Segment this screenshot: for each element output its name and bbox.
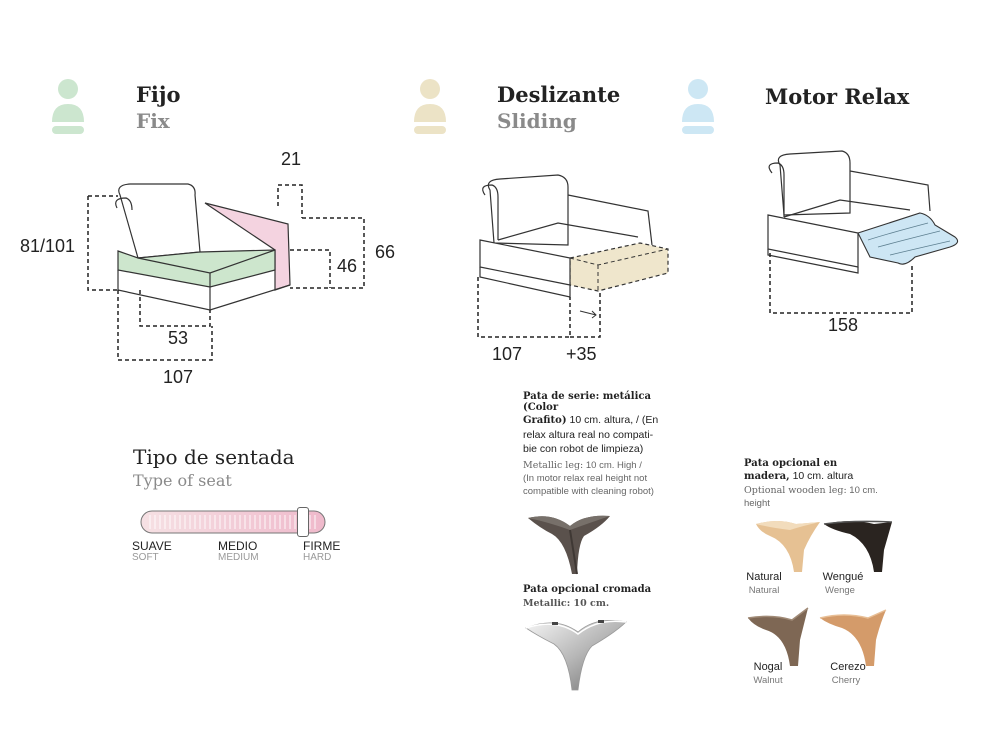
wood-option-cherry-label: Cerezo [830, 661, 866, 673]
wood-leg-en-a: Optional wooden leg: [744, 485, 847, 496]
standard-leg-text-b: relax altura real no compati- [523, 429, 654, 441]
wood-option-walnut-label: Nogal [753, 661, 783, 673]
wood-leg-en-b: 10 cm. [846, 485, 878, 496]
standard-leg-en-a: Metallic leg: [523, 460, 584, 471]
scale-hard-label: FIRME [303, 539, 341, 553]
wood-option-natural-label: Natural [746, 571, 782, 583]
scale-hard: FIRME HARD [303, 540, 340, 563]
standard-leg-en-b: 10 cm. High / [583, 460, 642, 471]
mode-title-fijo: Fijo [136, 82, 181, 107]
scale-hard-sub: HARD [303, 552, 332, 563]
dim-deslizante-depth: 107 [492, 344, 523, 364]
wood-leg-title-c: 10 cm. altura [789, 470, 854, 482]
chrome-leg-sub: Metallic: 10 cm. [523, 598, 610, 609]
wood-option-cherry-sub: Cherry [831, 675, 861, 686]
chrome-leg-image [525, 619, 627, 691]
mode-title-deslizante: Deslizante [497, 82, 621, 107]
wood-leg-title-b: madera, [744, 471, 790, 482]
wood-leg-en-c: height [744, 498, 770, 509]
standard-leg-title: Pata de serie: metálica (Color [523, 391, 651, 413]
dim-fijo-arm-width: 21 [281, 149, 302, 169]
wood-leg-title-a: Pata opcional en [744, 458, 838, 469]
wood-leg-description: Pata opcional en madera, 10 cm. altura O… [744, 458, 894, 510]
dim-fijo-back-height: 66 [375, 242, 396, 262]
standard-leg-text-c: bie con robot de limpieza) [523, 443, 644, 455]
wood-leg-natural-image [756, 521, 820, 572]
sofa-diagram-fijo [87, 183, 365, 361]
wood-leg-cherry-image [819, 609, 887, 666]
wood-option-wenge-sub: Wenge [825, 585, 855, 596]
seat-type-subtitle: Type of seat [133, 471, 232, 490]
wood-leg-wenge-image [823, 520, 893, 572]
scale-medium-sub: MEDIUM [218, 552, 259, 563]
dim-fijo-seat-height: 46 [337, 256, 358, 276]
wood-option-natural-sub: Natural [748, 585, 780, 596]
dim-fijo-depth: 107 [163, 367, 194, 387]
dim-deslizante-extension: +35 [566, 344, 597, 364]
dim-relax-extended-depth: 158 [828, 315, 859, 335]
mode-subtitle-deslizante: Sliding [497, 109, 577, 133]
firmness-scale [140, 507, 326, 537]
scale-soft-label: SUAVE [132, 539, 172, 553]
wood-fill-0 [756, 521, 820, 572]
dim-fijo-seat-depth: 53 [168, 328, 189, 348]
chrome-leg-title: Pata opcional cromada [523, 584, 652, 595]
firmness-slider-handle [296, 507, 309, 537]
person-icon-deslizante [412, 78, 450, 138]
wood-leg-walnut-image [747, 607, 809, 666]
mode-subtitle-fijo: Fix [136, 109, 170, 133]
wood-option-walnut-sub: Walnut [753, 675, 783, 686]
standard-leg-title-2: Grafito) [523, 415, 567, 426]
scale-medium: MEDIO MEDIUM [218, 540, 259, 563]
person-icon-fijo-svg [52, 79, 84, 134]
wood-option-wenge-label: Wengué [822, 571, 864, 583]
standard-leg-description: Pata de serie: metálica (Color Grafito) … [523, 391, 683, 498]
person-icon-fijo [50, 78, 88, 138]
sofa-diagram-relax [767, 150, 959, 314]
scale-soft: SUAVE SOFT [132, 540, 172, 563]
standard-leg-text-a: 10 cm. altura, / (En [566, 414, 659, 426]
standard-leg-en-c: (In motor relax real height not [523, 473, 648, 484]
scale-soft-sub: SOFT [132, 552, 159, 563]
scale-medium-label: MEDIO [218, 539, 258, 553]
dim-fijo-height: 81/101 [20, 236, 76, 256]
sofa-diagram-deslizante [477, 174, 669, 338]
standard-leg-en-d: compatible with cleaning robot) [523, 486, 654, 497]
seat-type-title: Tipo de sentada [133, 445, 295, 469]
graphite-leg-image [528, 515, 610, 575]
mode-title-relax: Motor Relax [765, 84, 910, 109]
person-icon-relax [680, 78, 718, 138]
